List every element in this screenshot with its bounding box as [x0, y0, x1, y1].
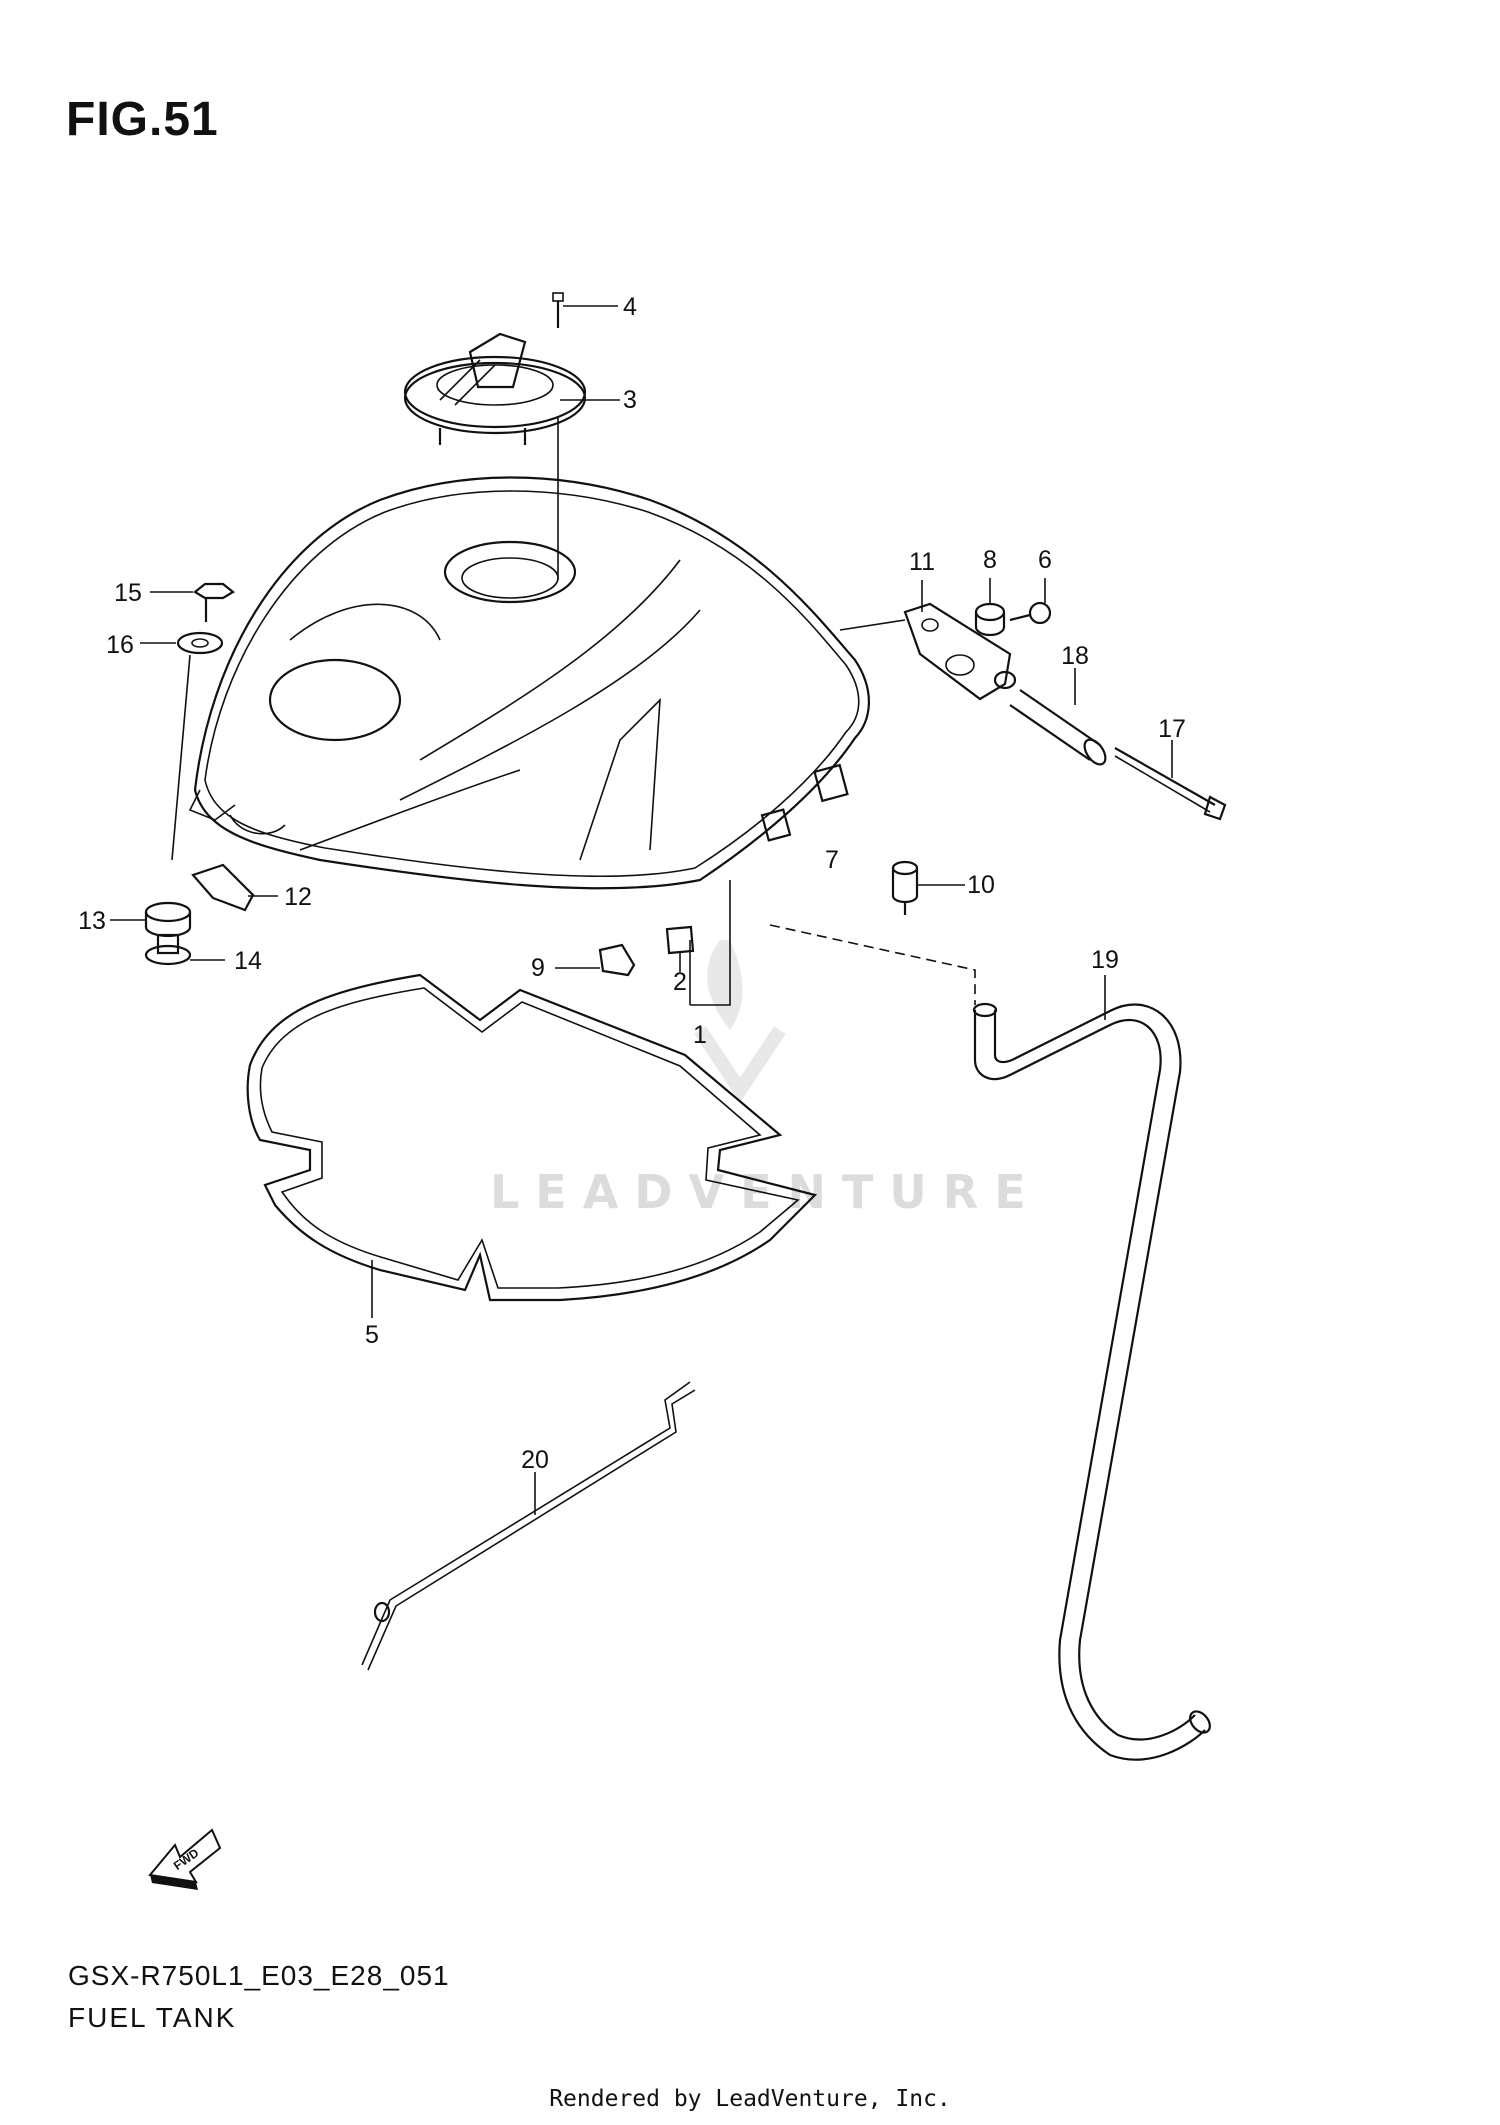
callout-18[interactable]: 18 — [1061, 642, 1089, 670]
part-bolt-15[interactable] — [150, 582, 235, 622]
callout-labels: 1 2 3 4 5 6 7 8 9 10 11 12 13 14 15 16 1… — [78, 293, 1186, 1474]
callout-8[interactable]: 8 — [983, 546, 997, 574]
figure-name: FUEL TANK — [68, 2002, 237, 2033]
callout-15[interactable]: 15 — [114, 579, 142, 607]
part-rod-20[interactable] — [361, 1381, 696, 1671]
callout-5[interactable]: 5 — [365, 1321, 379, 1349]
part-seal-5[interactable] — [246, 973, 818, 1318]
callout-16[interactable]: 16 — [106, 631, 134, 659]
callout-6[interactable]: 6 — [1038, 546, 1052, 574]
part-tube-18[interactable] — [1009, 668, 1110, 768]
callout-3[interactable]: 3 — [623, 386, 637, 414]
figure-title: FIG.51 — [66, 93, 219, 146]
fwd-arrow-icon: FWD — [148, 1828, 222, 1890]
part-spacer-8[interactable] — [974, 578, 1006, 637]
part-bolt-17[interactable] — [1114, 740, 1227, 821]
callout-20[interactable]: 20 — [521, 1446, 549, 1474]
part-bracket-11[interactable] — [839, 580, 1017, 701]
part-clip-9[interactable] — [555, 943, 636, 977]
watermark: LEADVENTURE — [490, 940, 1042, 1219]
callout-10[interactable]: 10 — [967, 871, 995, 899]
part-washer-16[interactable] — [140, 631, 224, 861]
part-fuel-tank-1[interactable] — [188, 476, 870, 1006]
callout-17[interactable]: 17 — [1158, 715, 1186, 743]
part-bolt-6[interactable] — [1009, 578, 1052, 625]
part-cushion-13[interactable] — [110, 901, 192, 938]
callout-13[interactable]: 13 — [78, 907, 106, 935]
callout-4[interactable]: 4 — [623, 293, 637, 321]
callout-9[interactable]: 9 — [531, 954, 545, 982]
part-label-2[interactable] — [665, 925, 695, 972]
part-pad-12[interactable] — [191, 863, 278, 912]
part-hose-19[interactable] — [972, 975, 1214, 1761]
callout-2[interactable]: 2 — [673, 968, 687, 996]
callout-1[interactable]: 1 — [693, 1021, 707, 1049]
credit-footer: Rendered by LeadVenture, Inc. — [549, 2086, 951, 2112]
callout-12[interactable]: 12 — [284, 883, 312, 911]
part-fuel-cap-3[interactable] — [403, 332, 620, 580]
callout-14[interactable]: 14 — [234, 947, 262, 975]
callout-19[interactable]: 19 — [1091, 946, 1119, 974]
watermark-text: LEADVENTURE — [490, 1165, 1042, 1219]
part-screw-4[interactable] — [552, 292, 618, 328]
part-collar-14[interactable] — [144, 933, 225, 966]
part-damper-10[interactable] — [891, 860, 965, 915]
model-code: GSX-R750L1_E03_E28_051 — [68, 1960, 450, 1991]
callout-7[interactable]: 7 — [825, 846, 839, 874]
callout-11[interactable]: 11 — [909, 548, 935, 576]
